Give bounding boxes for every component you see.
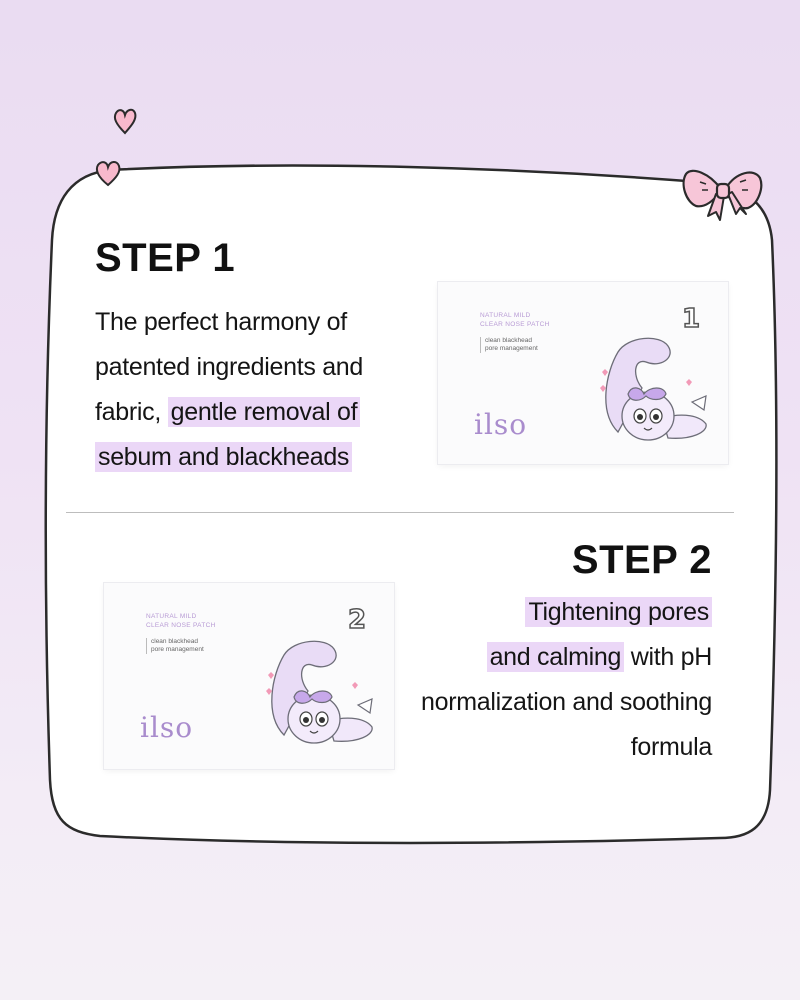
- step-2-highlight-a: Tightening pores: [525, 597, 712, 627]
- brand-logo: ilso: [474, 408, 528, 441]
- section-divider: [66, 512, 734, 513]
- product-line-2: CLEAR NOSE PATCH: [480, 321, 550, 328]
- step-2-title: STEP 2: [571, 538, 712, 582]
- product-image-step-2: NATURAL MILD CLEAR NOSE PATCH clean blac…: [104, 583, 394, 769]
- step-1-highlight-a: gentle removal of: [167, 397, 361, 427]
- product-line-1: NATURAL MILD: [480, 312, 531, 319]
- step-2-desc-text: with pH normalization and soothing formu…: [420, 643, 712, 761]
- product-tag-2: pore management: [485, 345, 538, 352]
- product-tag: clean blackhead pore management: [480, 337, 538, 353]
- heart-icon: [113, 108, 137, 135]
- product-tag-1: clean blackhead: [485, 337, 532, 344]
- step-1-description: The perfect harmony of patented ingredie…: [95, 300, 435, 480]
- brand-logo: ilso: [140, 711, 194, 744]
- mascot-icon: [266, 640, 373, 744]
- mascot-icon: [600, 337, 707, 441]
- product-tag-2: pore management: [151, 646, 204, 653]
- step-2-description: Tightening pores and calming with pH nor…: [372, 590, 712, 770]
- step-1-desc-text: The perfect harmony of patented ingredie…: [95, 308, 364, 426]
- product-line-1: NATURAL MILD: [146, 613, 197, 620]
- bow-icon: [682, 169, 763, 221]
- step-number-badge: 2: [347, 604, 367, 636]
- step-1-title: STEP 1: [95, 236, 236, 280]
- step-number-badge: 1: [681, 303, 701, 335]
- heart-icon: [95, 161, 121, 187]
- step-1-highlight-b: sebum and blackheads: [95, 442, 353, 472]
- product-image-step-1: NATURAL MILD CLEAR NOSE PATCH clean blac…: [438, 282, 728, 464]
- step-2-highlight-b: and calming: [486, 642, 625, 672]
- product-tag-1: clean blackhead: [151, 638, 198, 645]
- product-line-2: CLEAR NOSE PATCH: [146, 622, 216, 629]
- product-tag: clean blackhead pore management: [146, 638, 204, 654]
